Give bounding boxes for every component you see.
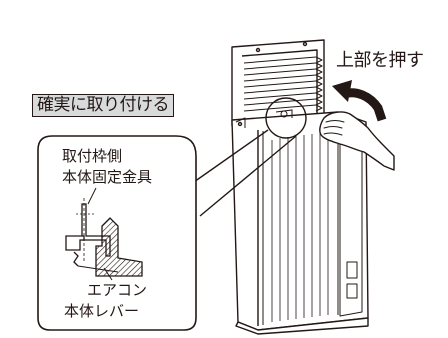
body-lever-label: 本体レバー [64,302,140,320]
fixing-bracket-label: 本体固定金具 [62,168,153,186]
bracket-cross-section [65,198,143,277]
front-vent-lines [271,132,329,322]
air-conditioner-unit [231,39,369,335]
leader-lines [87,187,113,281]
hand-illustration [319,111,395,171]
push-arrow [332,80,387,122]
push-top-label: 上部を押す [336,50,424,71]
louver-grille [243,56,317,112]
frame-side-label: 取付枠側 [62,147,123,165]
secure-attach-label: 確実に取り付ける [32,94,174,117]
aircon-label: エアコン [87,281,148,299]
